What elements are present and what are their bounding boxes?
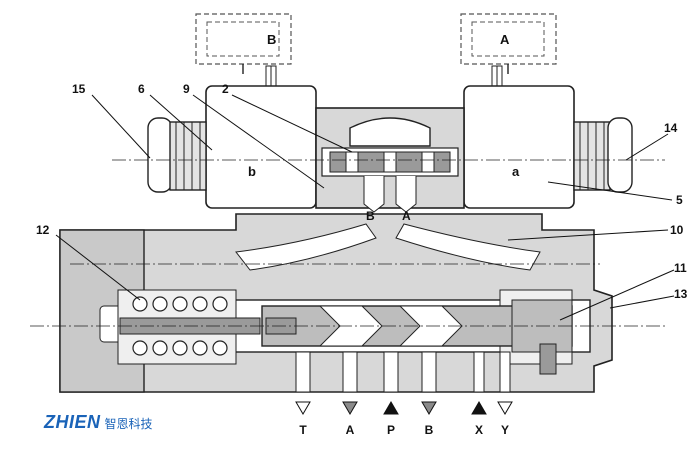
callout-9: 9: [183, 82, 190, 96]
connector-label-b: B: [267, 32, 276, 47]
port-label-t: T: [299, 423, 307, 437]
left-connector-plug: [195, 13, 292, 89]
left-solenoid: [147, 85, 317, 209]
solenoid-label-b: b: [248, 164, 256, 179]
callout-14: 14: [664, 121, 678, 135]
port-label-b: B: [425, 423, 434, 437]
main-valve-body: [59, 213, 613, 393]
pilot-valve-body: [315, 107, 465, 213]
solenoid-label-a: a: [512, 164, 520, 179]
callout-6: 6: [138, 82, 145, 96]
callout-12: 12: [36, 223, 50, 237]
port-symbol-p: [383, 401, 399, 415]
pilot-port-a: A: [402, 209, 411, 223]
port-label-y: Y: [501, 423, 509, 437]
port-symbol-x: [471, 401, 487, 415]
port-symbol-b: [421, 401, 437, 415]
connector-label-a: A: [500, 32, 510, 47]
port-label-x: X: [475, 423, 483, 437]
port-label-p: P: [387, 423, 395, 437]
callout-2: 2: [222, 82, 229, 96]
callout-15: 15: [72, 82, 86, 96]
center-lines: [30, 159, 665, 327]
callout-11: 11: [674, 261, 687, 275]
right-connector-plug: [460, 13, 557, 89]
brand-name-cn: 智恩科技: [104, 417, 153, 431]
pilot-port-b: B: [366, 209, 375, 223]
right-solenoid: [463, 85, 633, 209]
port-symbol-a: [342, 401, 358, 415]
callout-5: 5: [676, 193, 683, 207]
leader-lines: [55, 94, 675, 321]
brand-logo: ZHIEN 智恩科技: [44, 412, 153, 433]
port-label-a: A: [346, 423, 355, 437]
brand-name-en: ZHIEN: [44, 412, 101, 432]
port-symbol-t: [295, 401, 311, 415]
callout-10: 10: [670, 223, 684, 237]
callout-13: 13: [674, 287, 688, 301]
port-symbol-y: [497, 401, 513, 415]
